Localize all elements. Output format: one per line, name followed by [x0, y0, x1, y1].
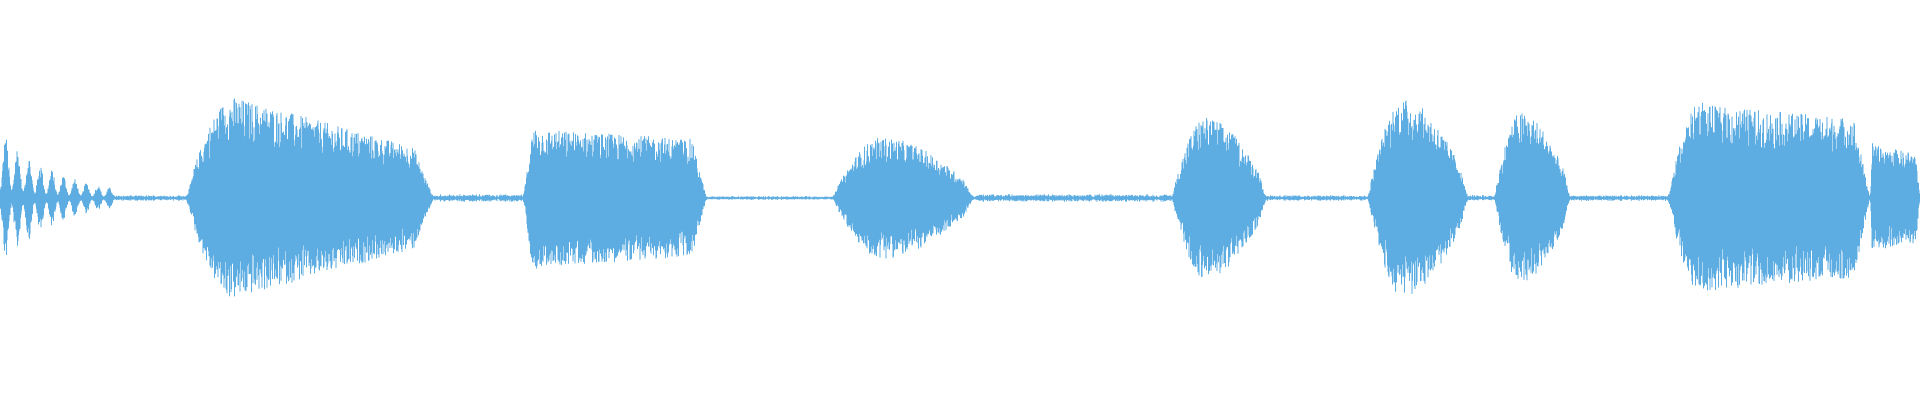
- waveform-trace: [0, 98, 1920, 297]
